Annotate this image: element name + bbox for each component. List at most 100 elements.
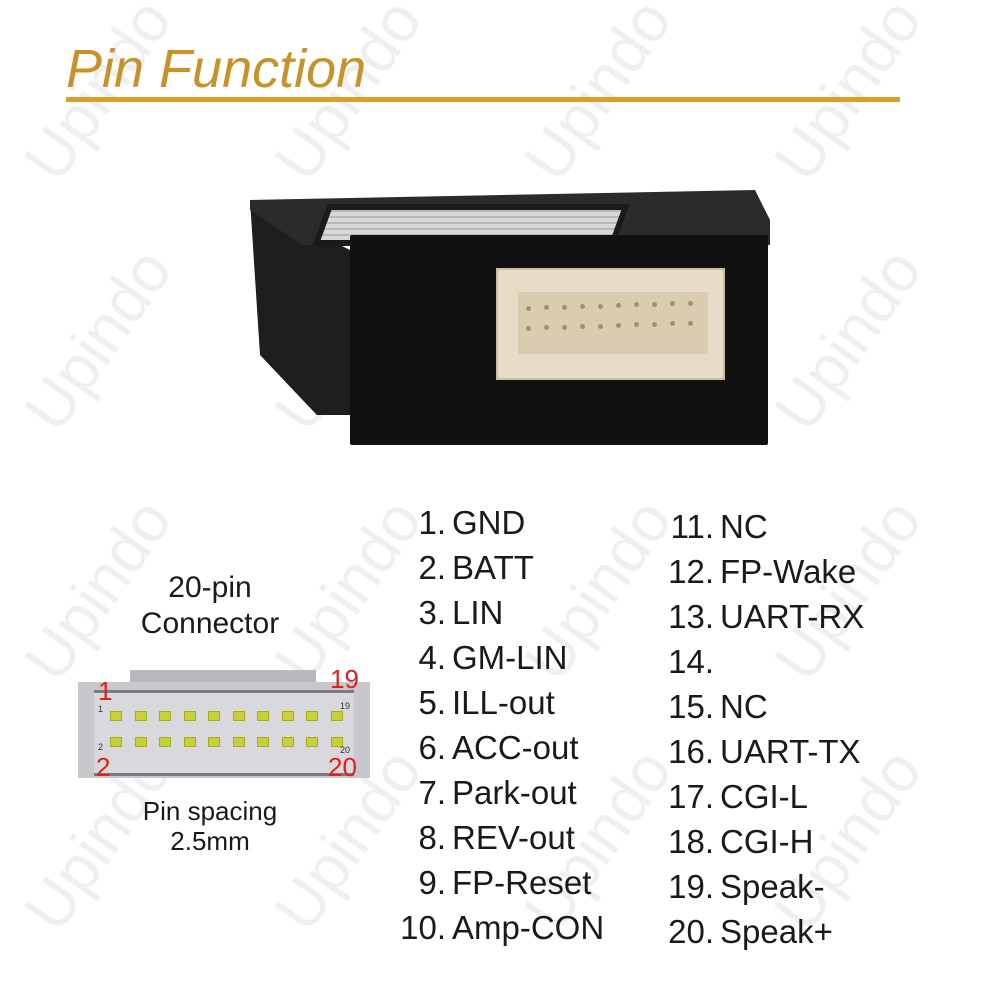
- pin-number: 4.: [418, 639, 446, 676]
- pin-row: 14.: [656, 639, 864, 684]
- pin-number: 15.: [668, 688, 714, 725]
- pin-row: 19.Speak-: [656, 864, 864, 909]
- connector-pin: [183, 711, 196, 721]
- socket-pin: [616, 323, 621, 328]
- socket-pin: [670, 321, 675, 327]
- connector-pin: [257, 711, 269, 721]
- pin-function: CGI-L: [720, 778, 809, 815]
- pin-row: 2.BATT: [388, 545, 604, 590]
- pin-number: 6.: [418, 729, 446, 766]
- pin-function: Park-out: [452, 774, 577, 811]
- pin-row: 10.Amp-CON: [388, 905, 604, 950]
- pin-number: 1.: [418, 504, 446, 541]
- socket-pin: [580, 324, 585, 330]
- connector-pin: [208, 711, 220, 721]
- connector-pin: [281, 737, 294, 747]
- socket-pin: [670, 301, 675, 307]
- pin-row: 12.FP-Wake: [656, 549, 864, 594]
- pin-number: 9.: [418, 864, 446, 901]
- pin-function: CGI-H: [720, 823, 814, 860]
- pin-function: GND: [452, 504, 526, 541]
- pin-number: 11.: [670, 508, 714, 545]
- pin-number: 18.: [668, 823, 714, 860]
- small-label-19: 19: [340, 701, 351, 711]
- pin-row: 8.REV-out: [388, 815, 604, 860]
- pin-function: Speak+: [720, 913, 833, 950]
- watermark: Upindo: [760, 235, 936, 444]
- socket-pin: [598, 303, 603, 309]
- connector-pin: [306, 737, 318, 747]
- socket-pin: [544, 305, 549, 311]
- pin-number: 8.: [418, 819, 446, 856]
- pin-row: 5.ILL-out: [388, 680, 604, 725]
- connector-pin: [281, 711, 294, 721]
- connector-pin: [159, 737, 171, 747]
- connector-pin: [134, 737, 147, 747]
- pin-row: 17.CGI-L: [656, 774, 864, 819]
- pin-function: LIN: [452, 594, 504, 631]
- socket-pin: [562, 304, 567, 310]
- pin-row: 9.FP-Reset: [388, 860, 604, 905]
- pin-number: 19.: [668, 868, 714, 905]
- watermark: Upindo: [10, 235, 186, 444]
- pin-row: 6.ACC-out: [388, 725, 604, 770]
- pin-list-left: 1.GND 2.BATT 3.LIN 4.GM-LIN 5.ILL-out 6.…: [388, 500, 604, 950]
- pin-function: UART-TX: [720, 733, 861, 770]
- pin-spacing-line1: Pin spacing: [142, 796, 278, 826]
- pin-function: NC: [720, 508, 768, 545]
- pin-number: 7.: [418, 774, 446, 811]
- pin-function: FP-Reset: [452, 864, 592, 901]
- pin-list-right: 11.NC 12.FP-Wake 13.UART-RX 14. 15. NC 16…: [656, 504, 864, 954]
- socket-cavity: [518, 292, 708, 354]
- pin-row: 18.CGI-H: [656, 819, 864, 864]
- pin-row: 3.LIN: [388, 590, 604, 635]
- small-label-2: 2: [98, 742, 104, 752]
- pin-label-19: 19: [330, 664, 359, 694]
- pin-number: 17.: [668, 778, 714, 815]
- socket-pin: [562, 324, 567, 330]
- socket-pin: [544, 325, 549, 331]
- socket-pin: [526, 326, 531, 331]
- pin-function: Amp-CON: [452, 909, 605, 946]
- pin-function: BATT: [452, 549, 534, 586]
- pin-row: 11.NC: [656, 504, 864, 549]
- pin-label-1: 1: [98, 676, 113, 706]
- connector-pin: [306, 711, 318, 721]
- pin-number: 20.: [668, 913, 714, 950]
- pin-function: GM-LIN: [452, 639, 568, 676]
- connector-pin: [134, 711, 147, 721]
- small-label-1: 1: [98, 704, 104, 714]
- connector-pin: [330, 711, 343, 721]
- connector-latch: [130, 670, 316, 684]
- pin-spacing-line2: 2.5mm: [170, 826, 250, 856]
- pin-number: 2.: [418, 549, 446, 586]
- pin-number: 13.: [668, 598, 714, 635]
- pin-number: 12.: [668, 553, 714, 590]
- connector-title: 20-pin Connector: [100, 570, 320, 642]
- connector-pin: [257, 737, 269, 747]
- connector-pin: [110, 737, 122, 747]
- pin-function: UART-RX: [720, 598, 865, 635]
- pin-function: ILL-out: [452, 684, 555, 721]
- pin-number: 16.: [668, 733, 714, 770]
- socket-pin: [598, 323, 603, 329]
- socket-pin: [634, 302, 639, 308]
- pin-row: 1.GND: [388, 500, 604, 545]
- pin-number: 10.: [400, 909, 446, 946]
- connector-pin: [159, 711, 171, 721]
- page-title: Pin Function: [66, 39, 367, 99]
- connector-pin: [232, 737, 245, 747]
- connector-pin: [232, 711, 245, 721]
- pin-number: 3.: [418, 594, 446, 631]
- socket-pin: [616, 303, 621, 308]
- connector-pin: [183, 737, 196, 747]
- pin-function: FP-Wake: [720, 553, 857, 590]
- title-underline: [66, 97, 900, 102]
- socket-pin: [688, 320, 693, 326]
- pin-row: 7.Park-out: [388, 770, 604, 815]
- pin-row: 13.UART-RX: [656, 594, 864, 639]
- pin-row: 16.UART-TX: [656, 729, 864, 774]
- socket-pin: [652, 321, 657, 327]
- socket-pin: [580, 304, 585, 310]
- pin-row: 4.GM-LIN: [388, 635, 604, 680]
